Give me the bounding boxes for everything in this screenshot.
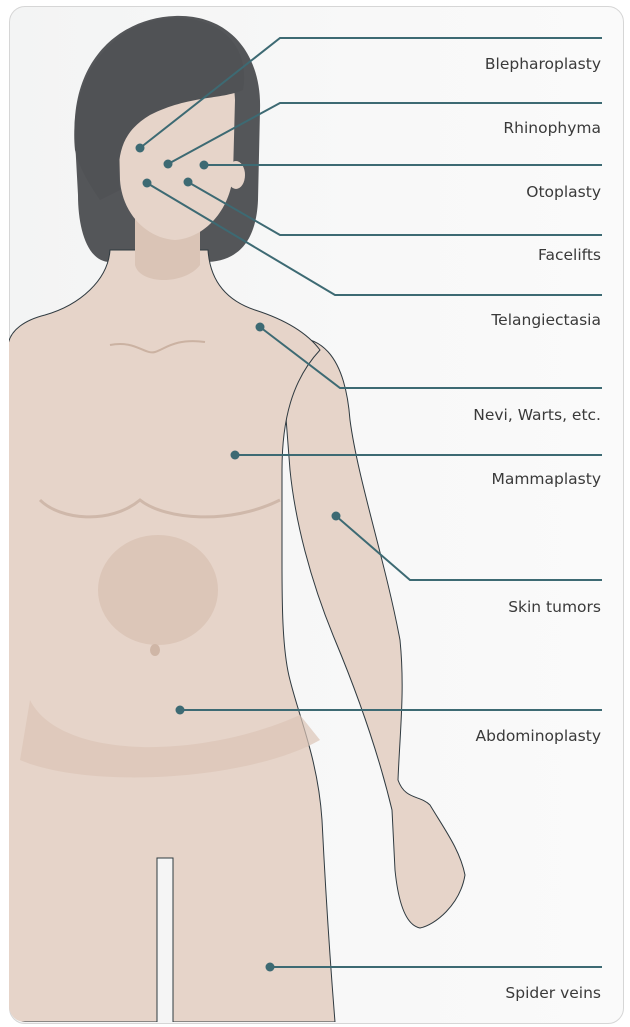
label-rhinophyma: Rhinophyma	[503, 121, 601, 137]
dot-rhinophyma	[164, 160, 173, 169]
belly-shade	[98, 535, 218, 645]
label-spider-veins: Spider veins	[505, 986, 601, 1002]
dot-telangiectasia	[143, 179, 152, 188]
dot-facelifts	[184, 178, 193, 187]
dot-mammaplasty	[231, 451, 240, 460]
leg-gap	[157, 858, 173, 1027]
label-abdominoplasty: Abdominoplasty	[476, 729, 601, 745]
dot-blepharoplasty	[136, 144, 145, 153]
dot-otoplasty	[200, 161, 209, 170]
dot-abdominoplasty	[176, 706, 185, 715]
label-blepharoplasty: Blepharoplasty	[485, 57, 601, 73]
dot-spider-veins	[266, 963, 275, 972]
label-nevi-warts: Nevi, Warts, etc.	[473, 408, 601, 424]
navel	[150, 644, 160, 656]
dot-nevi	[256, 323, 265, 332]
label-otoplasty: Otoplasty	[526, 185, 601, 201]
label-skin-tumors: Skin tumors	[508, 600, 601, 616]
label-telangiectasia: Telangiectasia	[491, 313, 601, 329]
label-mammaplasty: Mammaplasty	[491, 472, 601, 488]
label-facelifts: Facelifts	[538, 248, 601, 264]
dot-skin-tumors	[332, 512, 341, 521]
